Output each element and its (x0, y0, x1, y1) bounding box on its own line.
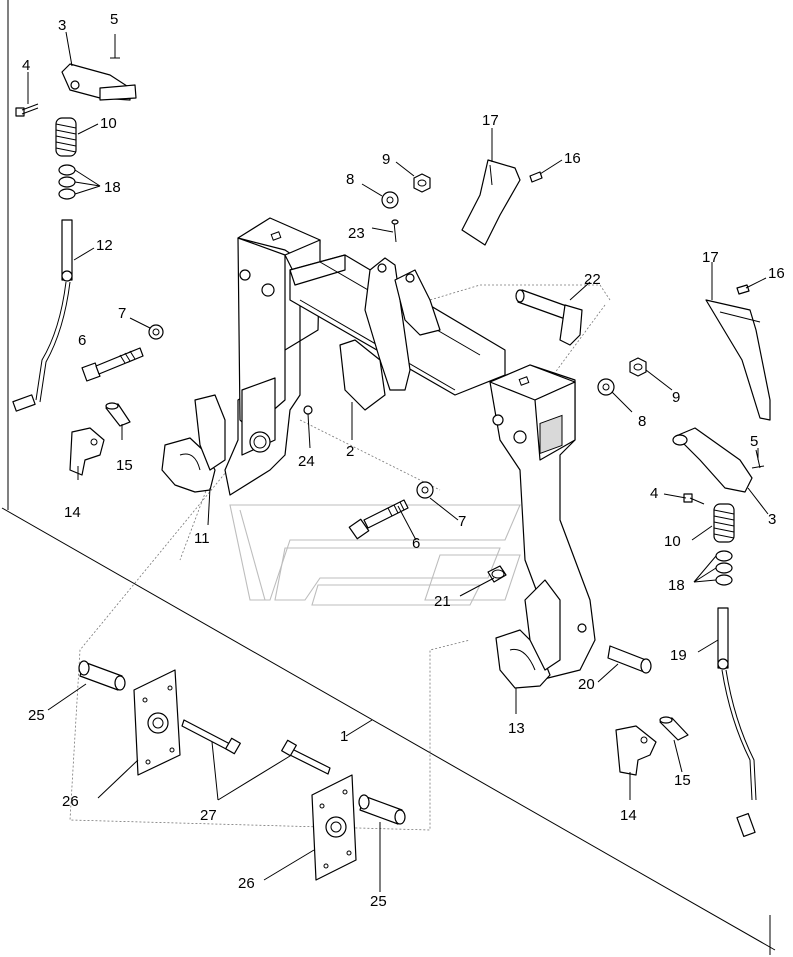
plate-17-right (705, 299, 771, 421)
pin-right-15 (659, 716, 689, 741)
callout-4-right: 4 (650, 485, 658, 502)
screw-16-top (529, 171, 543, 183)
pin-23 (391, 219, 399, 243)
callout-24: 24 (298, 453, 315, 470)
watermark-logo (229, 504, 521, 606)
callout-2: 2 (346, 443, 354, 460)
callout-labels: 1 2 3 3 4 4 5 5 6 6 7 7 8 8 9 9 10 10 11… (22, 11, 785, 910)
leader-lines (27, 31, 769, 892)
callout-17-right: 17 (702, 249, 719, 266)
callout-16-right: 16 (768, 265, 785, 282)
callout-12: 12 (96, 237, 113, 254)
lower-hook-left (161, 394, 226, 493)
callout-19: 19 (670, 647, 687, 664)
callout-8-right: 8 (638, 413, 646, 430)
callout-18-left: 18 (104, 179, 121, 196)
washer-left-7 (148, 324, 164, 340)
callout-15-right: 15 (674, 772, 691, 789)
callout-25-right: 25 (370, 893, 387, 910)
callout-14-right: 14 (620, 807, 637, 824)
main-frame (224, 217, 596, 681)
pin-24 (303, 405, 313, 415)
callout-16-top: 16 (564, 150, 581, 167)
sleeve-25-left (78, 660, 126, 691)
control-rod-right (717, 607, 757, 838)
callout-1: 1 (340, 728, 348, 745)
pin-20 (607, 645, 652, 674)
latch-lever-left (61, 63, 137, 101)
callout-5-left: 5 (110, 11, 118, 28)
mount-plate-26-right (311, 774, 357, 881)
callout-26-right: 26 (238, 875, 255, 892)
callout-21: 21 (434, 593, 451, 610)
latch-lever-right (672, 427, 753, 493)
callout-5-right: 5 (750, 433, 758, 450)
callout-7-left: 7 (118, 305, 126, 322)
bolt-left-4 (15, 103, 39, 117)
pin-left-15 (105, 402, 131, 427)
spring-right (713, 503, 735, 543)
callout-4-left: 4 (22, 57, 30, 74)
handle-right-14 (615, 725, 657, 776)
callout-20: 20 (578, 676, 595, 693)
callout-13: 13 (508, 720, 525, 737)
bolt-right-4 (683, 493, 705, 505)
roll-pin-left (110, 34, 120, 59)
assembly-dotted-outline (69, 284, 611, 831)
callout-18-right: 18 (668, 577, 685, 594)
bolt-27-b (281, 739, 331, 775)
callout-9-top: 9 (382, 151, 390, 168)
callout-10-left: 10 (100, 115, 117, 132)
washer-8-right (597, 378, 615, 396)
washer-center-7 (416, 481, 434, 499)
callout-9-right: 9 (672, 389, 680, 406)
mount-plate-26-left (133, 669, 181, 776)
callout-6-left: 6 (78, 332, 86, 349)
callout-17-top: 17 (482, 112, 499, 129)
callout-7-center: 7 (458, 513, 466, 530)
washers-right (715, 550, 733, 586)
callout-15-left: 15 (116, 457, 133, 474)
bolt-27-a (181, 719, 241, 755)
callout-8-top: 8 (346, 171, 354, 188)
callout-11: 11 (194, 530, 210, 547)
spring-left (55, 117, 77, 157)
callout-22: 22 (584, 271, 601, 288)
washer-8-top (381, 191, 399, 209)
bolt-left-6 (81, 347, 144, 382)
callout-10-right: 10 (664, 533, 681, 550)
plate-17-top (461, 159, 521, 246)
callout-23: 23 (348, 225, 365, 242)
nut-9-top (413, 173, 431, 193)
bolt-center-6 (348, 499, 409, 540)
control-rod-left (12, 219, 73, 412)
frame-lines (1, 0, 776, 955)
lower-hook-right (495, 579, 561, 689)
callout-25-left: 25 (28, 707, 45, 724)
callout-3-left: 3 (58, 17, 66, 34)
screw-16-right (736, 284, 750, 295)
callout-6-center: 6 (412, 535, 420, 552)
callout-26-left: 26 (62, 793, 79, 810)
callout-3-right: 3 (768, 511, 776, 528)
nut-9-right (629, 357, 647, 377)
callout-27: 27 (200, 807, 217, 824)
washers-left (58, 164, 76, 200)
sleeve-25-right (358, 794, 406, 825)
pin-22 (515, 289, 583, 346)
handle-left-14 (69, 427, 105, 476)
callout-14-left: 14 (64, 504, 81, 521)
